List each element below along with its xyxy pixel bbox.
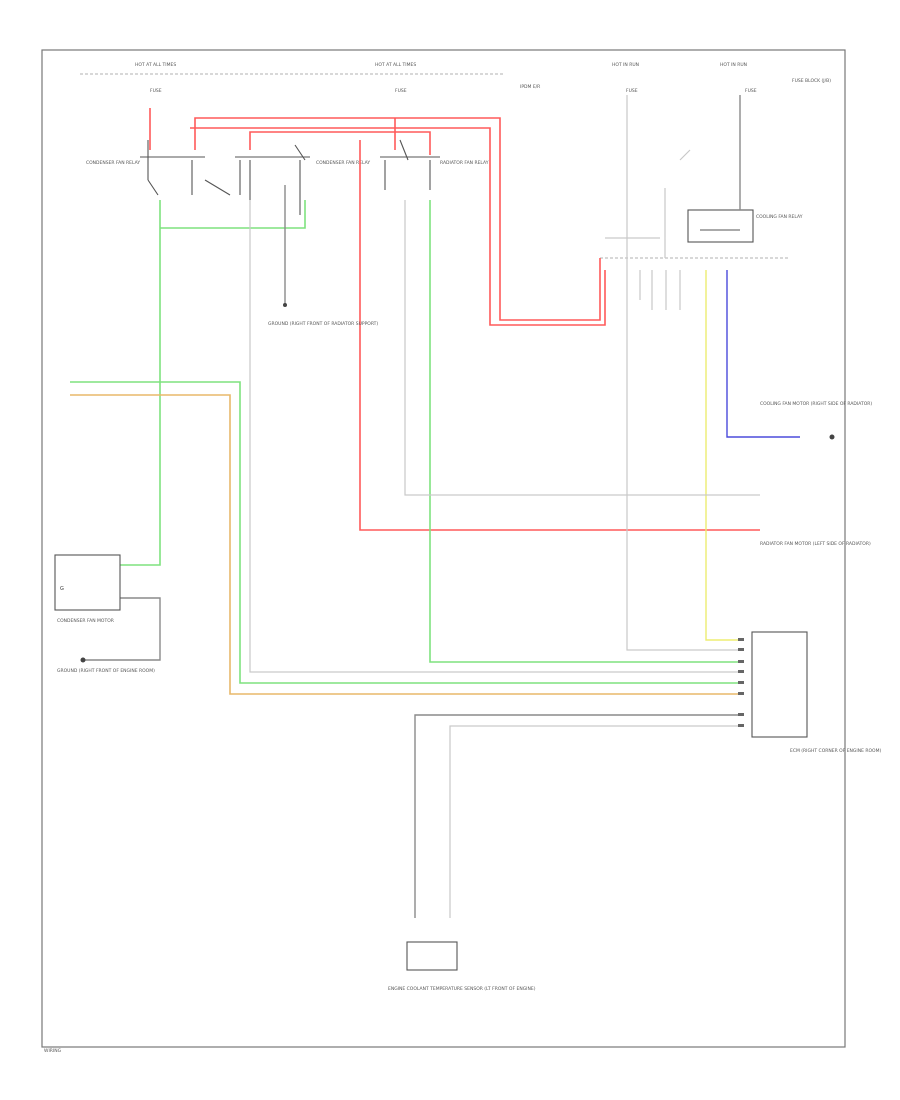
gray-wires (83, 95, 760, 918)
label-cooling-fan-motor: COOLING FAN MOTOR (RIGHT SIDE OF RADIATO… (760, 401, 872, 407)
condenser-relay-symbol (140, 140, 231, 196)
yellow-wire (705, 270, 740, 641)
label-fuse-4: FUSE (745, 88, 757, 94)
label-cond-fan-motor: CONDENSER FAN MOTOR (57, 618, 114, 624)
red-wires (149, 108, 760, 531)
label-g: G (60, 586, 64, 592)
diagram-frame (41, 49, 846, 1048)
ground-point-left (80, 657, 86, 663)
label-ground-right-front: GROUND (RIGHT FRONT OF ENGINE ROOM) (57, 668, 155, 674)
label-hot-in-run-2: HOT IN RUN (720, 62, 747, 68)
label-ecm: ECM (RIGHT CORNER OF ENGINE ROOM) (790, 748, 881, 754)
blue-wire (726, 270, 800, 438)
orange-wire (70, 394, 740, 695)
label-radiator-fan-motor: RADIATOR FAN MOTOR (LEFT SIDE OF RADIATO… (760, 541, 871, 547)
condenser-fan-motor-box (54, 554, 121, 611)
page-id: WIRING (44, 1048, 62, 1054)
ecm-connector-block (751, 631, 808, 738)
label-condenser-relay-2: CONDENSER FAN RELAY (316, 160, 370, 166)
cooling-relay-box (687, 209, 754, 243)
label-hot-at-all-times-1: HOT AT ALL TIMES (135, 62, 176, 68)
ect-sensor-box (406, 941, 458, 971)
label-fuse-block: FUSE BLOCK (J/B) (792, 78, 831, 84)
green-wires (70, 200, 740, 684)
label-condenser-relay: CONDENSER FAN RELAY (86, 160, 140, 166)
label-fuse-3: FUSE (626, 88, 638, 94)
ground-point-center (283, 303, 287, 307)
label-radiator-relay: RADIATOR FAN RELAY (440, 160, 489, 166)
connector-cooling-fan (829, 434, 835, 440)
ecm-pins (738, 638, 744, 727)
label-hot-at-all-times-2: HOT AT ALL TIMES (375, 62, 416, 68)
label-ect-sensor: ENGINE COOLANT TEMPERATURE SENSOR (LT FR… (388, 986, 536, 992)
label-hot-in-run-1: HOT IN RUN (612, 62, 639, 68)
label-cooling-relay: COOLING FAN RELAY (756, 214, 803, 220)
radiator-relay-symbol (380, 139, 440, 190)
label-fuse-1: FUSE (150, 88, 162, 94)
label-fuse-2: FUSE (395, 88, 407, 94)
label-ipdm: IPDM E/R (520, 84, 540, 90)
label-ground-radiator: GROUND (RIGHT FRONT OF RADIATOR SUPPORT) (268, 321, 378, 327)
condenser-relay-2-symbol (235, 144, 310, 215)
